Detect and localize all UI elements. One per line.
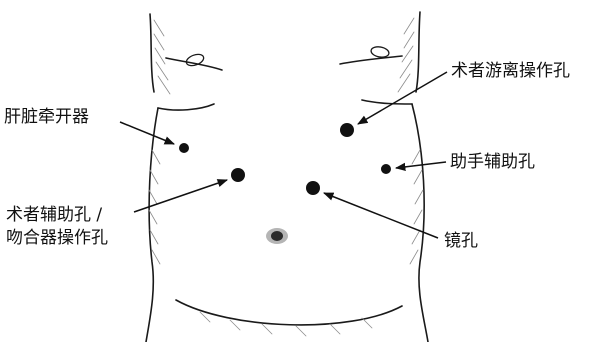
- right-chest-contour: [340, 56, 402, 64]
- port-surgeon-mobile: [340, 123, 354, 137]
- shading-stroke: [150, 170, 158, 184]
- port-liver-retractor: [179, 143, 189, 153]
- arrow-assistant-right: [396, 162, 446, 168]
- shading-stroke: [362, 318, 372, 328]
- shading-stroke: [330, 324, 340, 334]
- port-assistant-left: [231, 168, 245, 182]
- arrow-assistant-left: [134, 180, 227, 212]
- label-line-1: 术者辅助孔 /: [6, 204, 108, 227]
- right-costal-contour: [362, 100, 412, 104]
- shading-stroke: [156, 62, 168, 80]
- shading-stroke: [404, 32, 414, 48]
- umbilicus-core: [271, 231, 283, 241]
- torso-outline: [146, 12, 428, 342]
- shading-stroke: [414, 210, 422, 224]
- shading-stroke: [149, 190, 157, 204]
- lower-abdomen-contour: [176, 300, 402, 325]
- nipples: [185, 46, 390, 68]
- right-arm-inner-contour: [416, 12, 420, 92]
- shading-stroke: [230, 320, 240, 330]
- arrow-liver-retractor: [120, 122, 174, 144]
- label-scope-port: 镜孔: [444, 230, 478, 253]
- port-scope: [306, 181, 320, 195]
- umbilicus: [266, 228, 288, 244]
- shading-stroke: [262, 324, 272, 334]
- shading-stroke: [154, 34, 164, 50]
- arrow-surgeon-mobile: [358, 72, 447, 124]
- shading-stroke: [410, 250, 418, 264]
- shading-stroke: [152, 250, 160, 264]
- right-nipple: [370, 46, 389, 59]
- label-liver-retractor: 肝脏牵开器: [4, 106, 89, 129]
- shading-stroke: [154, 20, 164, 36]
- shading-stroke: [412, 150, 420, 164]
- left-flank-contour: [146, 108, 158, 342]
- shading-stroke: [155, 48, 165, 64]
- shading-stroke: [158, 76, 170, 94]
- label-surgeon-assistant-stapler-port: 术者辅助孔 / 吻合器操作孔: [6, 204, 108, 250]
- shading-stroke: [296, 326, 306, 336]
- shading-stroke: [152, 150, 160, 164]
- shading-stroke: [404, 18, 414, 34]
- shading-stroke: [400, 60, 412, 78]
- label-surgeon-mobile-port: 术者游离操作孔: [451, 60, 570, 83]
- label-line-2: 吻合器操作孔: [6, 227, 108, 250]
- shading-stroke: [150, 230, 158, 244]
- shading-stroke: [412, 230, 420, 244]
- shading-stroke: [415, 190, 423, 204]
- shading-stroke: [398, 74, 410, 92]
- left-arm-inner-contour: [150, 14, 154, 92]
- shading-stroke: [414, 170, 422, 184]
- leader-arrows: [120, 72, 447, 238]
- port-assistant-right: [381, 164, 391, 174]
- left-chest-contour: [166, 58, 222, 70]
- shading-stroke: [149, 210, 157, 224]
- shading-stroke: [402, 46, 413, 62]
- arrow-scope: [324, 193, 438, 238]
- port-markers: [179, 123, 391, 195]
- left-costal-contour: [158, 104, 214, 110]
- label-assistant-port: 助手辅助孔: [450, 151, 535, 174]
